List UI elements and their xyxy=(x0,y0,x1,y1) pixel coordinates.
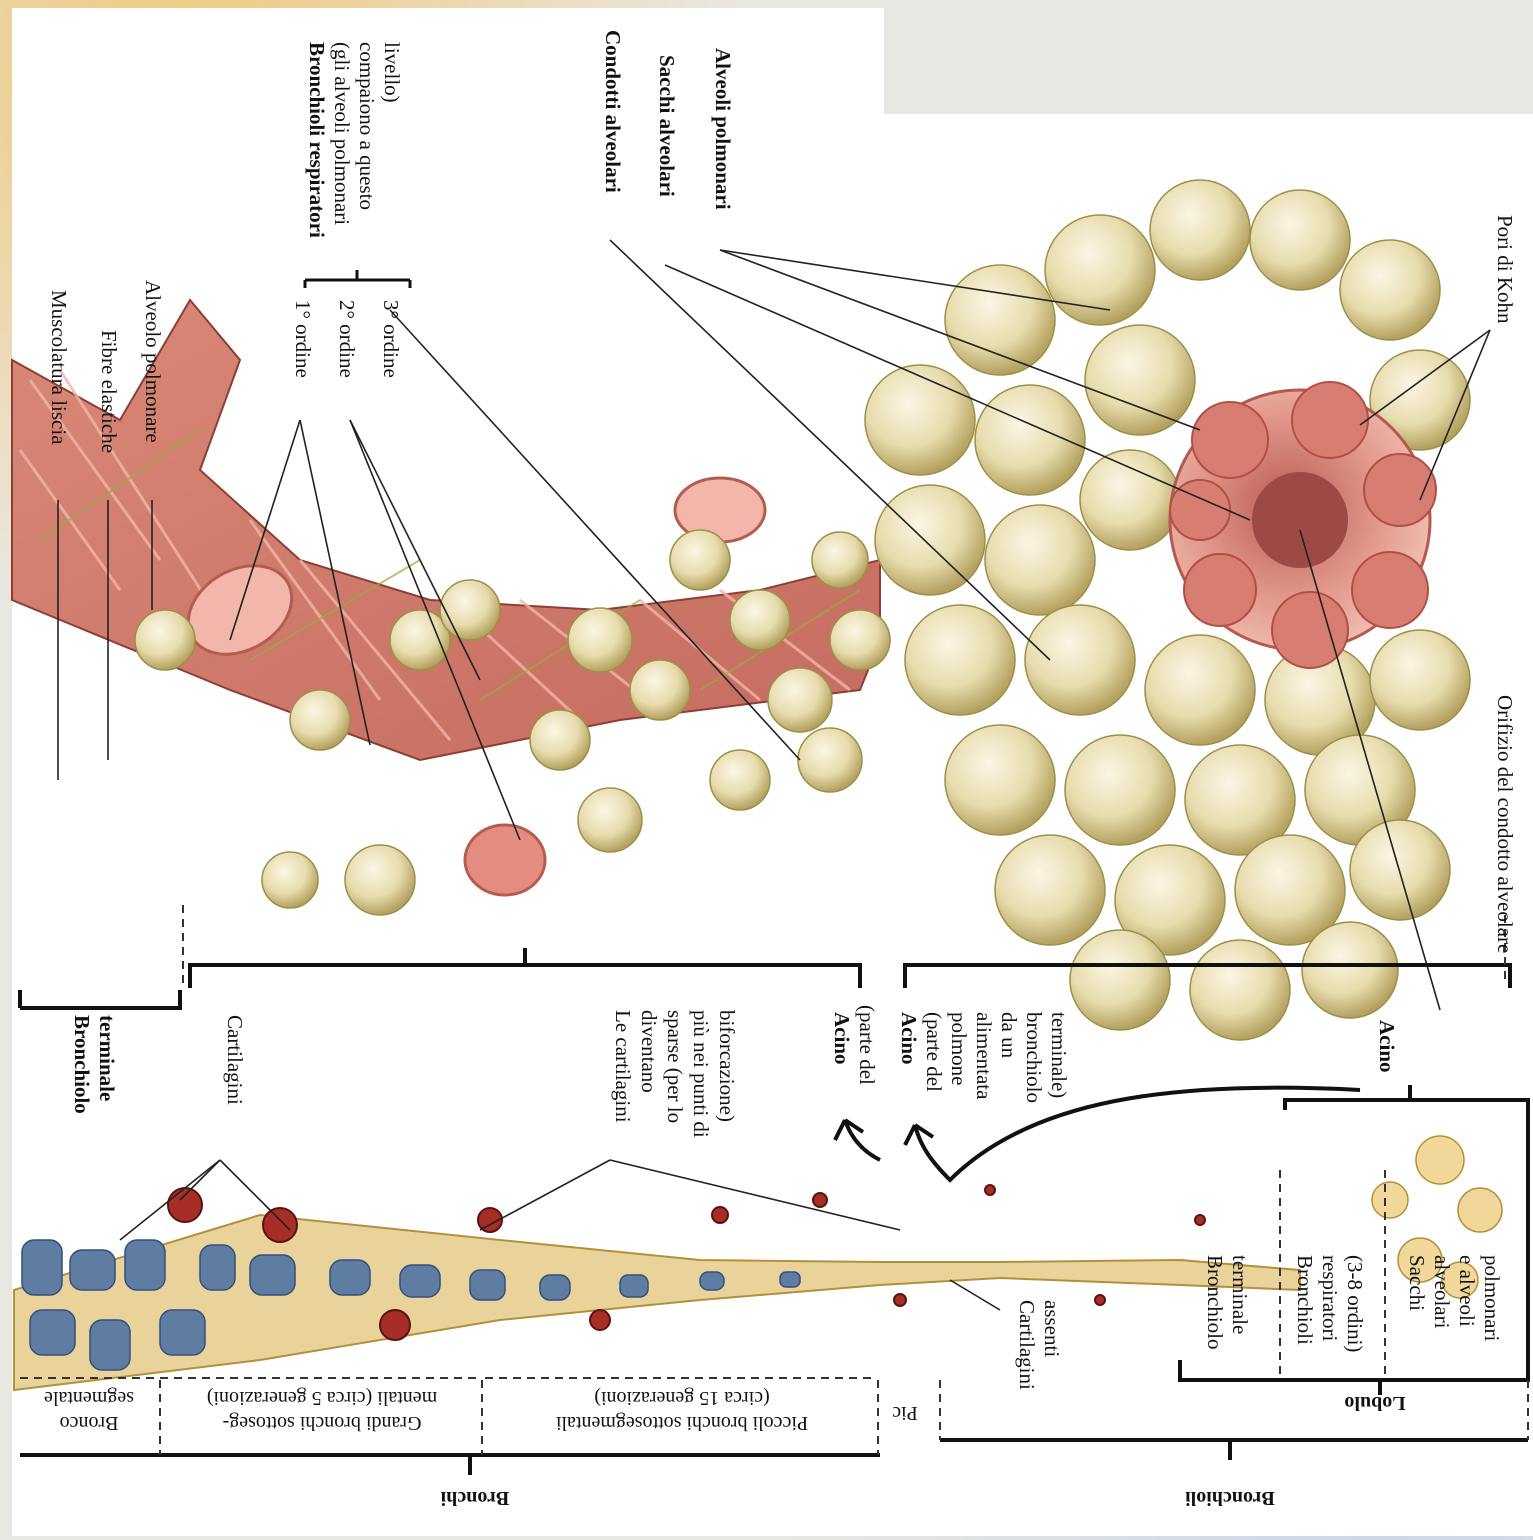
label-condotti: Condotti alveolari xyxy=(600,30,626,193)
label-acino-cut-title: Acino xyxy=(829,1012,855,1065)
label-seg-grandi: Grandi bronchi sottoseg- mentali (circa … xyxy=(168,1385,476,1435)
label-acino-title: Acino xyxy=(896,1012,922,1065)
label-seg-pic-cut: Pic xyxy=(880,1400,930,1425)
label-seg-grandi-l1: Grandi bronchi sottoseg- xyxy=(168,1410,476,1435)
label-cart-assenti-l2: assenti xyxy=(1039,1300,1065,1357)
label-acino-l4: da un xyxy=(996,1012,1022,1058)
label-lob-resp-l1: Bronchioli xyxy=(1292,1255,1318,1345)
label-lobulo: Lobulo xyxy=(1330,1390,1420,1415)
label-cart-sparse-l1: Le cartilagini xyxy=(610,1010,636,1123)
label-cart-sparse-l3: sparse (per lo xyxy=(662,1010,688,1123)
label-seg-piccoli-l1: Piccoli bronchi sottosegmentali xyxy=(490,1410,874,1435)
label-seg-bronco: Bronco segmentale xyxy=(24,1385,154,1435)
label-pori: Pori di Kohn xyxy=(1492,215,1518,324)
label-lob-sacchi-l4: polmonari xyxy=(1479,1255,1505,1341)
label-seg-piccoli: Piccoli bronchi sottosegmentali (circa 1… xyxy=(490,1385,874,1435)
label-seg-piccoli-l2: (circa 15 generazioni) xyxy=(490,1385,874,1410)
label-lob-sacchi-l3: e alveoli xyxy=(1454,1255,1480,1327)
label-fibre: Fibre elastiche xyxy=(96,330,122,453)
label-lob-bronchiolo-l2: terminale xyxy=(1227,1255,1253,1334)
label-acino-cut-l1: (parte del xyxy=(854,1005,880,1085)
label-bronchi: Bronchi xyxy=(410,1485,540,1510)
label-cartilagini: Cartilagini xyxy=(222,1015,248,1105)
label-seg-bronco-l1: Bronco xyxy=(24,1410,154,1435)
label-cart-sparse-l5: biforcazione) xyxy=(714,1010,740,1122)
label-acino-small: Acino xyxy=(1374,1020,1400,1073)
label-lob-resp-l2: respiratori xyxy=(1317,1255,1343,1341)
label-bronchiolo-terminale-l1: Bronchiolo xyxy=(69,1015,95,1114)
label-lob-bronchiolo-l1: Bronchiolo xyxy=(1202,1255,1228,1350)
bronchial-tree xyxy=(14,1136,1502,1390)
label-bronchioli-resp-l1: (gli alveoli polmonari xyxy=(329,42,355,225)
dashed-dividers xyxy=(20,905,1528,1455)
label-lob-sacchi-l2: alveolari xyxy=(1429,1255,1455,1328)
label-seg-bronco-l2: segmentale xyxy=(24,1385,154,1410)
label-bronchiolo-terminale-l2: terminale xyxy=(94,1015,120,1101)
label-seg-grandi-l2: mentali (circa 5 generazioni) xyxy=(168,1385,476,1410)
label-bronchioli-resp-title: Bronchioli respiratori xyxy=(304,42,330,238)
label-cart-assenti-l1: Cartilagini xyxy=(1014,1300,1040,1390)
label-bronchioli-resp-l3: livello) xyxy=(379,42,405,103)
label-alveolo: Alveolo polmonare xyxy=(140,280,166,443)
label-alveoli: Alveoli polmonari xyxy=(710,48,736,210)
label-acino-l1: (parte del xyxy=(921,1012,947,1092)
label-cart-sparse-l4: più nei punti di xyxy=(688,1010,714,1138)
label-acino-l6: terminale) xyxy=(1046,1012,1072,1098)
label-acino-l2: polmone xyxy=(946,1012,972,1086)
label-lob-sacchi-l1: Sacchi xyxy=(1404,1255,1430,1311)
ordine-brace xyxy=(300,270,420,450)
label-lob-resp-l3: (3-8 ordini) xyxy=(1342,1255,1368,1352)
label-muscolatura: Muscolatura liscia xyxy=(46,290,72,445)
label-acino-l3: alimentata xyxy=(971,1012,997,1099)
label-sacchi: Sacchi alveolari xyxy=(654,55,680,197)
label-acino-l5: bronchiolo xyxy=(1021,1012,1047,1103)
arrows xyxy=(835,1088,1360,1180)
label-bronchioli: Bronchioli xyxy=(1160,1485,1300,1510)
label-bronchioli-resp-l2: compaiono a questo xyxy=(354,42,380,210)
label-cart-sparse-l2: diventano xyxy=(636,1010,662,1093)
label-orifizio: Orifizio del condotto alveolare xyxy=(1492,695,1518,953)
